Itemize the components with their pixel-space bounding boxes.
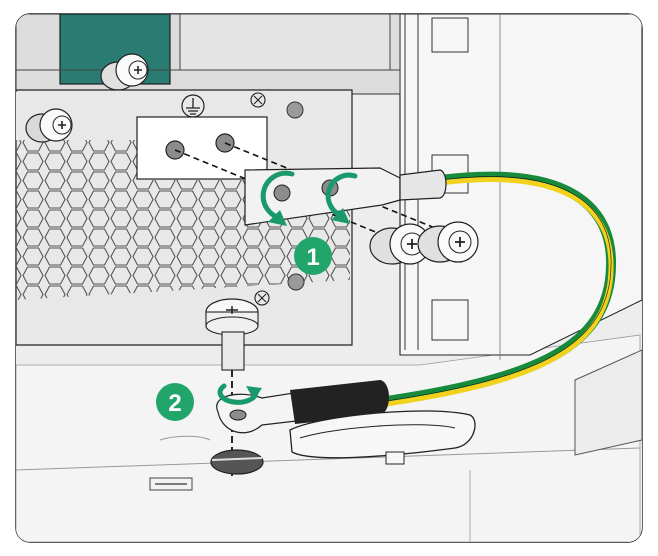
module-screw	[100, 53, 149, 91]
step-1-label: 1	[306, 244, 319, 271]
floor-bracket	[149, 410, 476, 491]
step-2-label: 2	[168, 390, 181, 417]
hex-screw-bottom	[254, 290, 270, 306]
rotate-arrow-icon	[217, 383, 262, 405]
grounding-cable-icon	[375, 171, 617, 408]
step-callout-2: 2	[156, 383, 194, 421]
cable-lug-upper	[244, 167, 447, 226]
panel-screw-left	[25, 108, 73, 143]
cabinet-side-panel	[399, 14, 642, 456]
floor-screw	[205, 298, 259, 371]
step-callout-1: 1	[294, 237, 332, 275]
floor-hole	[210, 449, 264, 475]
rotate-arrow-icon	[260, 170, 358, 226]
chassis-screws	[369, 221, 479, 265]
ground-terminal-plate	[136, 116, 268, 180]
hex-screw-top	[250, 92, 266, 108]
panel-hole	[286, 101, 304, 119]
